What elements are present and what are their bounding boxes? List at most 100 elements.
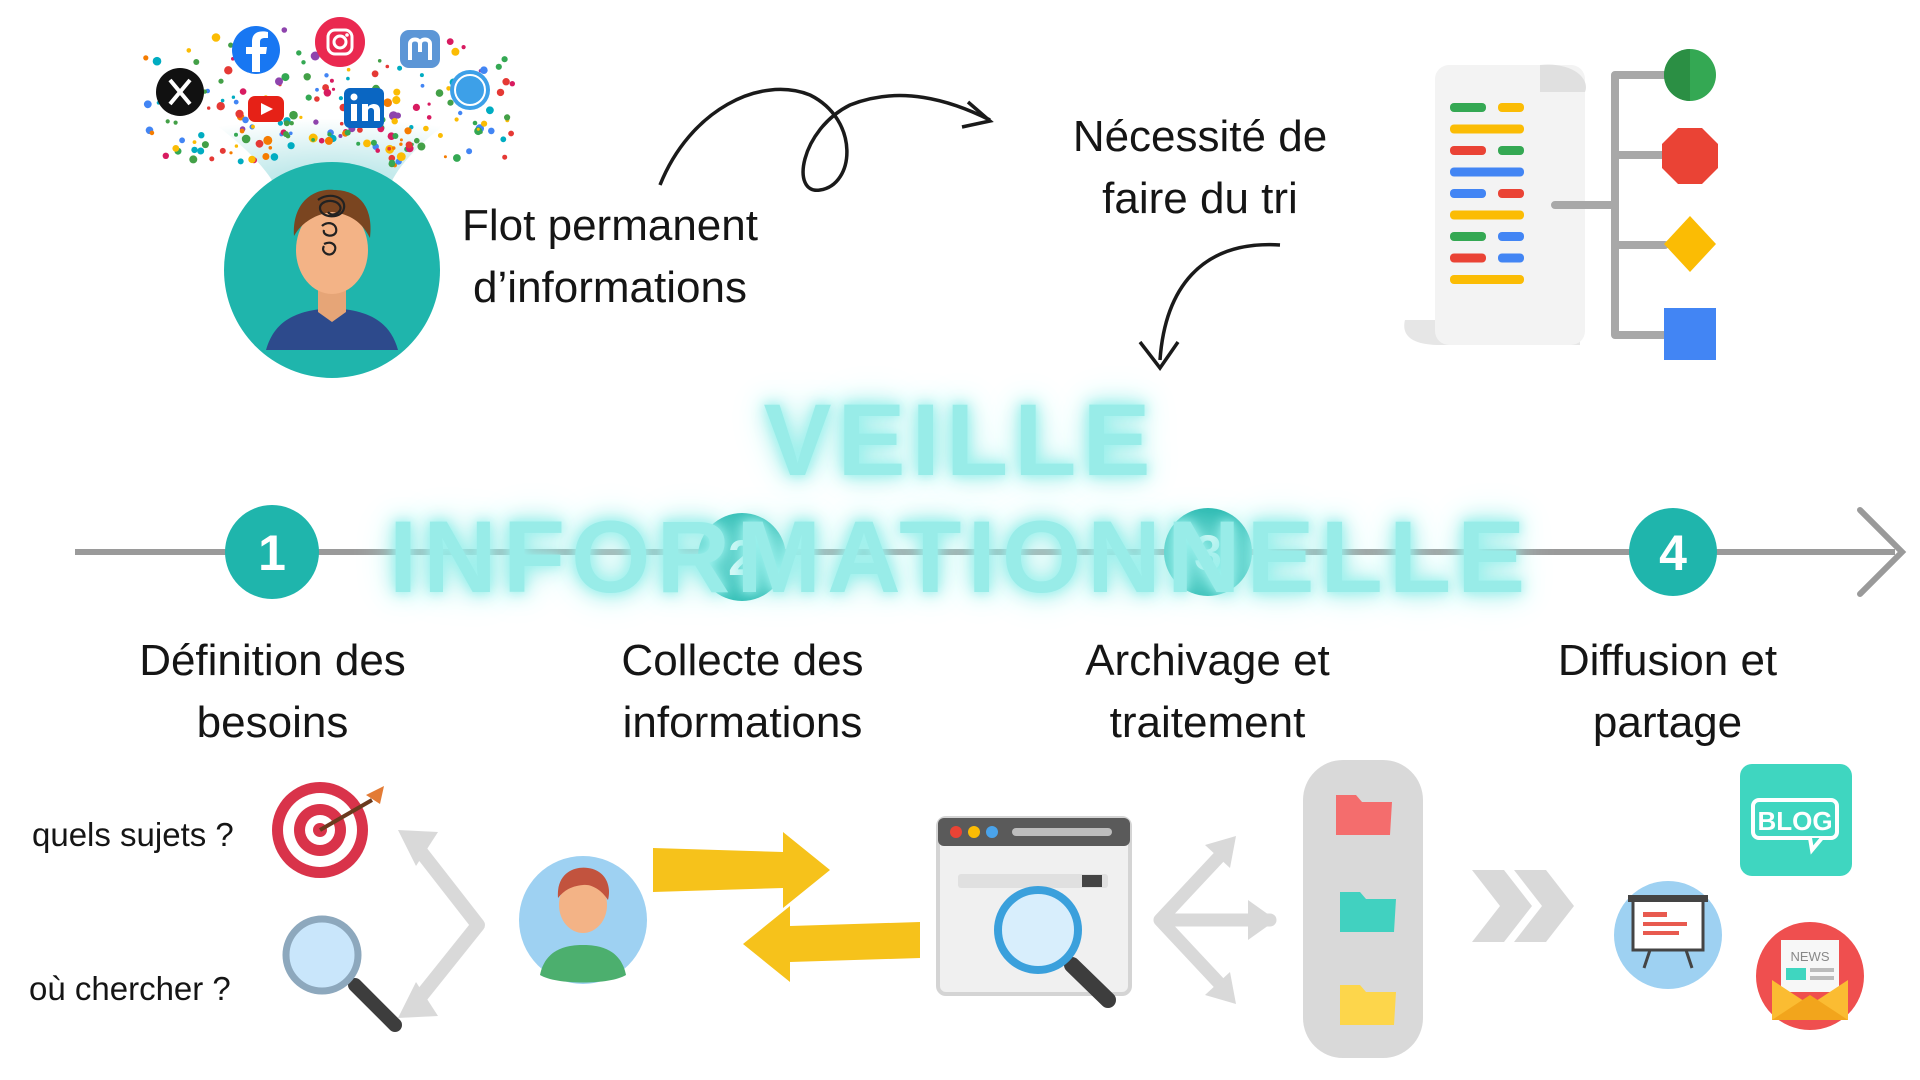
page-title: VEILLE INFORMATIONNELLE	[388, 383, 1532, 614]
info-dot	[287, 142, 295, 150]
info-dot	[504, 114, 511, 121]
info-dot	[289, 110, 298, 120]
info-dot	[149, 130, 155, 136]
info-dot	[423, 125, 429, 132]
sort-bar	[1450, 189, 1486, 198]
sort-arrow	[1158, 242, 1281, 361]
instagram-icon	[315, 17, 365, 67]
info-dot	[392, 133, 399, 139]
info-dot	[248, 155, 256, 164]
info-dot	[299, 115, 303, 119]
newsletter-icon: NEWS	[1756, 922, 1864, 1030]
info-dot	[198, 132, 205, 139]
sort-bar	[1450, 124, 1524, 134]
user-avatar-icon	[519, 856, 647, 984]
info-dot	[446, 86, 451, 91]
info-dot	[318, 137, 325, 144]
info-dot	[370, 139, 377, 146]
sort-bar	[1450, 167, 1524, 177]
info-dot	[314, 96, 320, 102]
info-dot	[419, 73, 424, 78]
info-dot	[377, 59, 382, 63]
sort-bar	[1450, 210, 1524, 220]
info-dot	[239, 128, 245, 134]
linkedin-icon	[344, 88, 384, 128]
info-dot	[339, 121, 344, 126]
info-dot	[476, 127, 480, 131]
info-dot	[327, 132, 332, 137]
info-dot	[509, 81, 515, 87]
info-dot	[481, 120, 488, 127]
sort-bar	[1450, 253, 1486, 263]
flow-caption-line1: Flot permanent	[462, 201, 758, 250]
sort-arrowhead	[1138, 340, 1180, 371]
info-dot	[301, 60, 306, 65]
info-dot	[231, 95, 236, 99]
info-dot	[472, 120, 478, 126]
step-3-label: Archivage et traitement	[1025, 630, 1390, 754]
info-dot	[338, 134, 343, 138]
step-1-label: Définition des besoins	[90, 630, 455, 754]
info-dot	[495, 63, 502, 70]
youtube-icon	[248, 96, 284, 122]
step-2-label: Collecte des informations	[560, 630, 925, 754]
info-dot	[237, 158, 244, 165]
timeline	[75, 507, 1907, 597]
info-dot	[303, 73, 311, 81]
sort-bar	[1498, 253, 1524, 263]
info-dot	[277, 120, 283, 126]
info-dot	[427, 102, 431, 106]
stressed-person-icon	[224, 162, 440, 378]
info-dot	[466, 148, 473, 155]
info-dot	[388, 154, 396, 162]
info-dot	[186, 48, 192, 53]
info-dot	[289, 121, 294, 126]
info-dot	[197, 147, 205, 155]
info-dot	[234, 132, 238, 137]
info-dot	[308, 133, 318, 143]
info-dot	[283, 120, 290, 127]
info-dot	[338, 96, 343, 101]
info-dot	[220, 98, 225, 103]
step-4-number: 4	[1659, 525, 1687, 581]
info-dot	[331, 87, 336, 91]
step-2-number: 2	[728, 530, 756, 586]
exchange-arrows-icon	[653, 832, 920, 982]
flow-caption: Flot permanent d’informations	[430, 195, 790, 319]
info-dot	[239, 88, 247, 95]
info-dot	[218, 78, 224, 84]
info-dot	[324, 136, 333, 145]
info-dot	[207, 106, 211, 110]
sort-caption: Nécessité de faire du tri	[1035, 106, 1365, 230]
folders-icon	[1303, 760, 1423, 1058]
step-3-label-line2: traitement	[1109, 698, 1306, 747]
info-dot	[313, 119, 319, 125]
info-dot	[311, 138, 315, 142]
info-dot	[488, 127, 495, 135]
info-dot	[356, 141, 361, 146]
mastodon-icon	[400, 30, 440, 68]
target-icon	[272, 782, 384, 878]
info-dot	[447, 99, 454, 106]
info-dot	[152, 56, 162, 66]
step-3-label-line1: Archivage et	[1085, 636, 1330, 685]
magnifier-icon	[282, 915, 402, 1032]
info-dot	[387, 146, 392, 151]
sort-bar	[1450, 103, 1486, 112]
info-dot	[502, 154, 508, 160]
info-dot	[346, 76, 350, 81]
step-2-label-line2: informations	[622, 698, 863, 747]
flow-arrow	[658, 87, 991, 192]
info-dot	[346, 67, 351, 72]
info-dot	[458, 110, 463, 116]
step-4-label: Diffusion et partage	[1485, 630, 1850, 754]
info-dot	[392, 96, 401, 105]
info-dot	[281, 73, 290, 82]
info-dot	[443, 155, 447, 159]
step-4-label-line1: Diffusion et	[1557, 636, 1778, 685]
flow-caption-line2: d’informations	[473, 263, 747, 312]
info-dot	[437, 133, 443, 138]
info-dot	[404, 127, 412, 135]
info-dot	[391, 146, 396, 150]
